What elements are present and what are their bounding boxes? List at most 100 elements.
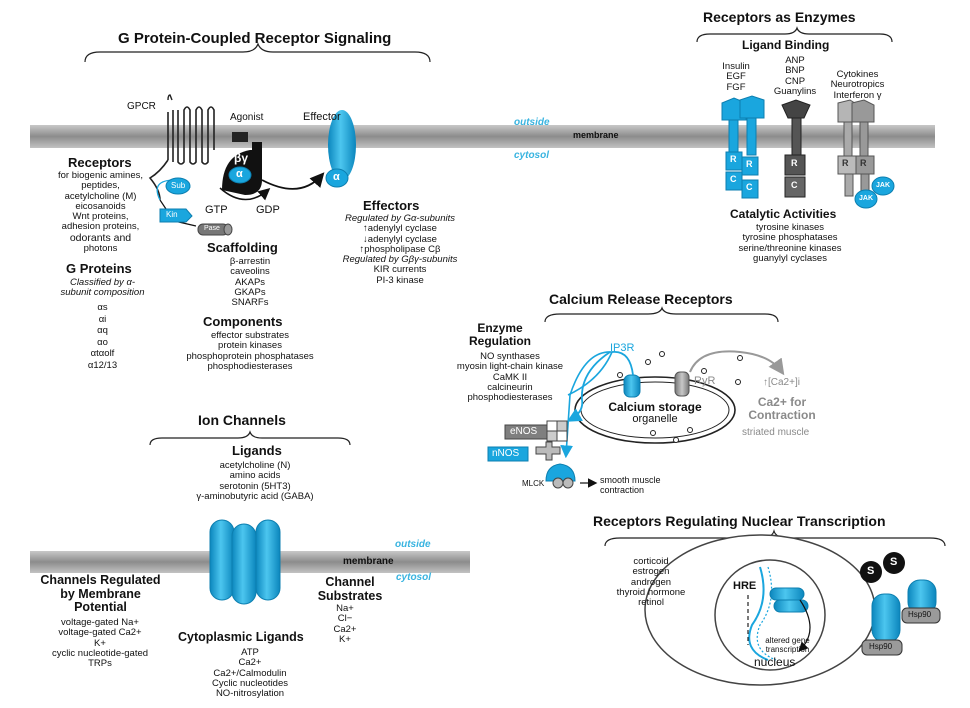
potential-item: K+ xyxy=(94,637,106,649)
hsp90-label: Hsp90 xyxy=(908,610,932,619)
gprotein-item: αq xyxy=(97,325,108,337)
gproteins-classified-line: Classified by α- xyxy=(69,277,136,288)
kin-label: Kin xyxy=(166,210,178,219)
ligand-item: EGF xyxy=(726,71,746,83)
r-label: R xyxy=(730,154,737,164)
components-item: effector substrates xyxy=(211,330,289,341)
ligand-item: Guanylins xyxy=(773,85,817,97)
scaffolding-item: SNARFs xyxy=(231,297,269,308)
calcium-storage-line: organelle xyxy=(632,412,678,425)
potential-item: voltage-gated Ca2+ xyxy=(58,627,142,639)
s-label: S xyxy=(890,556,898,568)
enzyme-receptor-dark xyxy=(781,99,811,198)
enzyme-regulation-heading: Enzyme Regulation xyxy=(455,322,545,348)
catalytic-heading: Catalytic Activities xyxy=(730,207,837,221)
nuclear-ligand-item: corticoid xyxy=(633,556,669,567)
effectors-item: PI-3 kinase xyxy=(376,274,424,286)
potential-heading-line: Potential xyxy=(74,600,127,614)
gprotein-item: αi xyxy=(98,313,107,325)
agonist-label: Agonist xyxy=(230,112,264,123)
s-circle-1 xyxy=(860,561,882,583)
effectors-item: Regulated by Gβγ-subunits xyxy=(342,254,458,265)
effector-alpha-label: α xyxy=(333,171,340,183)
nuclear-brace xyxy=(604,528,946,547)
ligand-col-3: Cytokines Neurotropics Interferon γ xyxy=(820,69,895,101)
effectors-item: ↓adenylyl cyclase xyxy=(363,233,437,245)
enzyme-receptor-blue xyxy=(721,95,765,199)
cytoplasmic-item: Cyclic nucleotides xyxy=(211,677,289,689)
ligand-col-2: ANP BNP CNP Guanylins xyxy=(770,55,820,97)
ligand-item: Neurotropics xyxy=(830,79,885,91)
components-item: phosphodiesterases xyxy=(207,360,293,372)
substrate-item: Na+ xyxy=(336,603,354,614)
jak-label: JAK xyxy=(876,182,891,189)
nuclear-title: Receptors Regulating Nuclear Transcripti… xyxy=(593,513,886,529)
gtp-label: GTP xyxy=(205,204,228,216)
gproteins-classified-line: subunit composition xyxy=(60,287,145,299)
c-label: C xyxy=(791,180,798,190)
membrane-label: membrane xyxy=(573,130,619,140)
g-alpha-label: α xyxy=(236,168,243,180)
ion-ligands-heading: Ligands xyxy=(232,443,282,458)
effectors-item: KIR currents xyxy=(373,264,427,276)
gprotein-item: α12/13 xyxy=(87,359,118,371)
ligand-item: ANP xyxy=(785,55,805,66)
gproteins-list: αs αi αq αo αtαolf α12/13 xyxy=(80,302,125,371)
catalytic-item: tyrosine phosphatases xyxy=(742,232,838,244)
substrates-heading: Channel Substrates xyxy=(310,575,390,603)
ligand-item: CNP xyxy=(784,75,806,87)
receptors-item: acetylcholine (M) xyxy=(64,190,137,202)
effectors-item: Regulated by Gα-subunits xyxy=(345,213,455,224)
potential-heading-line: by Membrane xyxy=(60,586,141,601)
substrate-item: K+ xyxy=(339,633,351,645)
gprotein-item: αo xyxy=(97,336,108,348)
ligand-binding-heading: Ligand Binding xyxy=(742,38,830,52)
components-item: phosphoprotein phosphatases xyxy=(186,350,314,362)
receptors-heading: Receptors xyxy=(68,155,132,170)
ion-ligand-item: acetylcholine (N) xyxy=(219,460,291,471)
gprotein-item: αtαolf xyxy=(90,348,115,360)
nuclear-receptor-1 xyxy=(769,587,805,601)
cytoplasmic-item: ATP xyxy=(241,647,259,658)
ryr-channel xyxy=(674,371,690,397)
gpcr-helices xyxy=(148,106,215,201)
scaffolding-list: β-arrestin caveolins AKAPs GKAPs SNARFs xyxy=(210,256,290,308)
ligand-item: BNP xyxy=(785,65,805,77)
enzyme-regulation-item: calcineurin xyxy=(487,381,533,393)
jak-1 xyxy=(871,176,895,196)
enzyme-receptor-grey xyxy=(837,99,875,197)
scaffolding-item: β-arrestin xyxy=(229,256,271,267)
gproteins-heading: G Proteins xyxy=(66,261,132,276)
c-label: C xyxy=(746,182,753,192)
ca-arrow-label: ↑[Ca2+]i xyxy=(763,377,800,388)
ion-title: Ion Channels xyxy=(198,412,286,428)
gproteins-classified: Classified by α- subunit composition xyxy=(55,277,150,299)
nuclear-ligands-list: corticoid estrogen androgen thyroid horm… xyxy=(606,556,696,608)
gdp-label: GDP xyxy=(256,204,280,216)
pase-label: Pase xyxy=(204,225,220,232)
receptors-item: eicosanoids xyxy=(75,200,126,212)
sub-shape xyxy=(165,177,191,195)
receptors-item: photons xyxy=(83,242,118,254)
scaffolding-item: AKAPs xyxy=(234,276,266,288)
ligand-item: Insulin xyxy=(722,61,750,72)
cytoplasmic-list: ATP Ca2+ Ca2+/Calmodulin Cyclic nucleoti… xyxy=(195,647,305,699)
outside-label: outside xyxy=(514,117,550,128)
receptors-item: peptides, xyxy=(81,180,120,192)
altered-label: altered gene transcription xyxy=(755,636,820,654)
gpcr-label: GPCR xyxy=(127,101,156,112)
r-label: R xyxy=(842,158,849,168)
hsp90-box-2 xyxy=(901,607,941,624)
potential-item: cyclic nucleotide-gated xyxy=(51,647,149,659)
cytoplasmic-heading: Cytoplasmic Ligands xyxy=(178,630,304,644)
agonist-shape xyxy=(232,132,248,142)
mlck-label: MLCK xyxy=(522,479,545,488)
gpcr-title: G Protein-Coupled Receptor Signaling xyxy=(118,30,392,47)
enzyme-regulation-heading-line: Enzyme xyxy=(477,321,523,335)
ion-outside-label: outside xyxy=(395,539,431,550)
enzyme-regulation-item: myosin light-chain kinase xyxy=(456,361,564,373)
ion-brace xyxy=(149,430,351,446)
substrate-item: Cl− xyxy=(337,613,353,625)
ion-ligand-item: γ-aminobutyric acid (GABA) xyxy=(196,490,314,502)
substrates-list: Na+ Cl− Ca2+ K+ xyxy=(330,603,360,645)
